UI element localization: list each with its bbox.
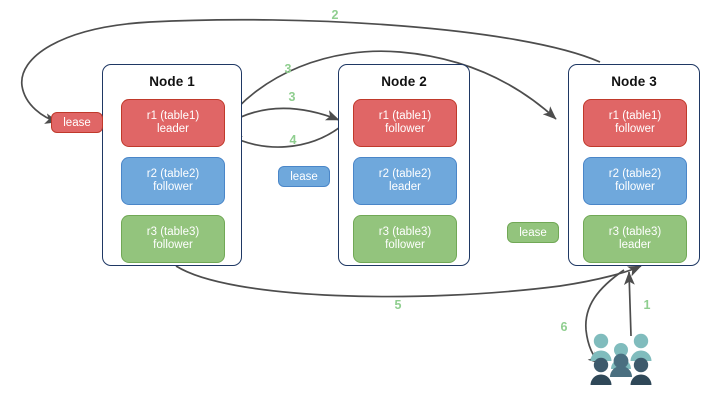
node-2-replica-r1[interactable]: r1 (table1) follower <box>353 99 457 147</box>
node-2-replica-r3-line2: follower <box>385 239 425 251</box>
step-label-3b: 3 <box>288 90 296 104</box>
node-2-title: Node 2 <box>381 74 427 89</box>
node-3-replica-r2-line1: r2 (table2) <box>608 167 662 180</box>
node-1-replica-r1[interactable]: r1 (table1) leader <box>121 99 225 147</box>
node-2-replica-r3[interactable]: r3 (table3) follower <box>353 215 457 263</box>
node-3-replica-r2-line2: follower <box>615 181 655 193</box>
node-3-replica-r3-line1: r3 (table3) <box>608 225 662 238</box>
node-2-replica-r1-line2: follower <box>385 123 425 135</box>
step-label-4: 4 <box>289 133 297 147</box>
node-3-replica-r1-line2: follower <box>615 123 655 135</box>
step-label-2: 2 <box>331 8 339 22</box>
node-1-replica-r1-line2: leader <box>157 123 189 135</box>
step-label-1: 1 <box>643 298 651 312</box>
node-3-title: Node 3 <box>611 74 657 89</box>
node-1-replica-r3-line1: r3 (table3) <box>146 225 200 238</box>
node-1-replica-r2-line1: r2 (table2) <box>146 167 200 180</box>
node-1-box[interactable]: Node 1 r1 (table1) leader r2 (table2) fo… <box>102 64 242 266</box>
lease-badge-r3[interactable]: lease <box>507 222 559 243</box>
node-2-replica-r3-line1: r3 (table3) <box>378 225 432 238</box>
node-2-box[interactable]: Node 2 r1 (table1) follower r2 (table2) … <box>338 64 470 266</box>
node-1-title: Node 1 <box>149 74 195 89</box>
node-1-replica-r1-line1: r1 (table1) <box>146 109 200 122</box>
node-3-replica-r1-line1: r1 (table1) <box>608 109 662 122</box>
node-1-replica-r2-line2: follower <box>153 181 193 193</box>
node-2-replica-r2-line2: leader <box>389 181 421 193</box>
node-1-replica-r2[interactable]: r2 (table2) follower <box>121 157 225 205</box>
node-1-replica-r3-line2: follower <box>153 239 193 251</box>
node-3-replica-r3-line2: leader <box>619 239 651 251</box>
node-3-replica-r1[interactable]: r1 (table1) follower <box>583 99 687 147</box>
step-label-5: 5 <box>394 298 402 312</box>
step-label-3a: 3 <box>284 62 292 76</box>
node-1-replica-r3[interactable]: r3 (table3) follower <box>121 215 225 263</box>
people-group-icon <box>590 333 652 385</box>
node-3-replica-r2[interactable]: r2 (table2) follower <box>583 157 687 205</box>
node-2-replica-r1-line1: r1 (table1) <box>378 109 432 122</box>
lease-badge-r1[interactable]: lease <box>51 112 103 133</box>
node-2-replica-r2-line1: r2 (table2) <box>378 167 432 180</box>
step-label-6: 6 <box>560 320 568 334</box>
node-3-replica-r3[interactable]: r3 (table3) leader <box>583 215 687 263</box>
arrow-step-1 <box>623 271 635 337</box>
lease-badge-r2[interactable]: lease <box>278 166 330 187</box>
node-2-replica-r2[interactable]: r2 (table2) leader <box>353 157 457 205</box>
arrow-step-5 <box>175 265 642 298</box>
node-3-box[interactable]: Node 3 r1 (table1) follower r2 (table2) … <box>568 64 700 266</box>
